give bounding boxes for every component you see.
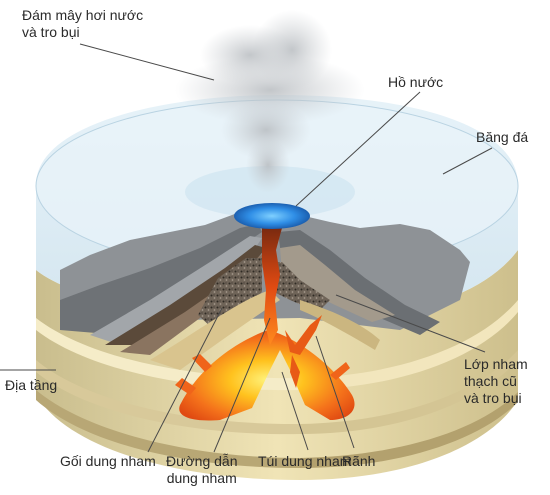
leader-ice — [442, 147, 493, 175]
label-chamber: Túi dung nham — [258, 453, 352, 469]
label-crater-lake: Hồ nước — [388, 74, 444, 90]
label-conduit: Đường dẫn dung nham — [166, 453, 237, 487]
smoke-plume — [175, 10, 365, 193]
label-strata: Địa tầng — [5, 377, 58, 393]
label-dike: Rãnh — [342, 453, 376, 469]
dikes — [285, 315, 322, 388]
leader-dike — [315, 335, 355, 449]
label-ice: Băng đá — [476, 129, 529, 145]
label-old-layers-line-3: và tro bụi — [464, 390, 522, 406]
label-old-layers: Lớp nham thạch cũ và tro bụi — [464, 356, 528, 407]
crater-lake-shape — [234, 203, 310, 229]
label-old-layers-line-2: thạch cũ — [464, 373, 517, 389]
label-cloud-line-1: Đám mây hơi nước — [22, 7, 144, 23]
leader-old-layers — [335, 294, 486, 353]
leader-chamber — [281, 371, 309, 451]
label-cloud-line-2: và tro bụi — [22, 24, 80, 40]
label-conduit-line-2: dung nham — [166, 470, 237, 486]
leader-crater-lake — [295, 91, 421, 207]
leader-conduit — [213, 317, 271, 453]
leader-sill — [147, 307, 223, 453]
leader-lines — [0, 43, 493, 453]
label-cloud: Đám mây hơi nước và tro bụi — [22, 7, 143, 41]
magma-chamber — [175, 330, 355, 421]
label-old-layers-line-1: Lớp nham — [464, 356, 528, 372]
label-sill: Gối dung nham — [60, 453, 156, 469]
leader-cloud — [79, 43, 215, 81]
lava-conduit — [262, 228, 282, 345]
label-conduit-line-1: Đường dẫn — [166, 453, 238, 469]
strata-side — [36, 250, 518, 480]
